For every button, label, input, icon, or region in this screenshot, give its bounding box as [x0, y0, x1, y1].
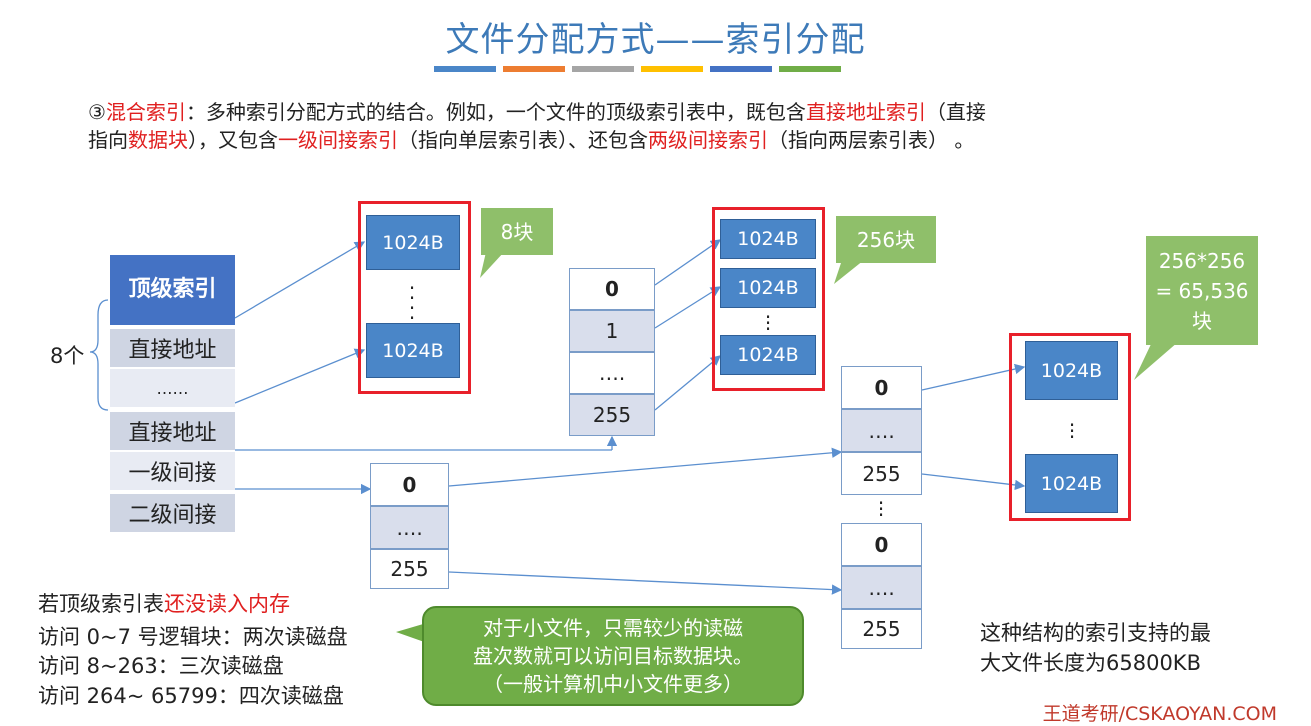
l1-index-entry: 255: [370, 549, 449, 589]
vertical-dots: ···: [877, 491, 885, 527]
data-block: 1024B: [366, 215, 460, 270]
top-index-row: 直接地址: [110, 412, 235, 450]
vertical-dots: ····: [408, 276, 416, 330]
callout-tail: [834, 260, 864, 284]
max-length-line: 这种结构的索引支持的最: [980, 621, 1211, 645]
callout-65536-blocks: 256*256 = 65,536 块: [1146, 236, 1258, 345]
top-index-row: 一级间接: [110, 452, 235, 490]
brand-label: 王道考研/CSKAOYAN.COM: [1042, 703, 1277, 725]
data-block: 1024B: [1025, 341, 1118, 400]
data-block: 1024B: [720, 219, 816, 259]
arrow: [448, 571, 843, 595]
l2-index-entry: ….: [841, 566, 922, 609]
callout-tail: [1134, 342, 1178, 380]
notes-line: 访问 8~263：三次读磁盘: [38, 654, 284, 678]
top-index-row: ……: [110, 369, 235, 407]
arrow: [654, 355, 721, 411]
l1-index-entry: ….: [370, 506, 449, 549]
arrow: [234, 241, 366, 319]
callout-256-blocks: 256块: [836, 216, 936, 263]
highlight-box: [358, 201, 471, 394]
vertical-dots: ···: [764, 305, 772, 341]
notes-line: 访问 264~ 65799：四次读磁盘: [38, 684, 344, 708]
color-bar-segment: [641, 66, 703, 72]
index-entry: 255: [569, 394, 655, 436]
callout-8-blocks: 8块: [481, 208, 553, 255]
arrow: [921, 363, 1026, 391]
index-entry: 1: [569, 310, 655, 352]
l2-index-entry: 255: [841, 609, 922, 649]
l2-index-entry: 255: [841, 452, 922, 495]
data-block: 1024B: [720, 335, 816, 375]
top-index-header: 顶级索引: [110, 255, 235, 325]
max-length-line: 大文件长度为65800KB: [980, 651, 1201, 675]
color-bar-segment: [572, 66, 634, 72]
data-block: 1024B: [720, 268, 816, 308]
intro-paragraph: ③混合索引：多种索引分配方式的结合。例如，一个文件的顶级索引表中，既包含直接地址…: [88, 100, 986, 152]
callout-tail: [480, 252, 504, 278]
top-index-row: 二级间接: [110, 494, 235, 532]
index-entry: ….: [569, 352, 655, 394]
notes-line: 访问 0~7 号逻辑块：两次读磁盘: [38, 625, 348, 649]
arrow: [234, 348, 366, 404]
data-block: 1024B: [366, 323, 460, 378]
arrow: [654, 239, 722, 286]
highlight-box: [712, 207, 825, 391]
arrow: [654, 286, 722, 329]
brace: [89, 299, 109, 411]
top-index-row: 直接地址: [110, 329, 235, 367]
l2-index-entry: ….: [841, 409, 922, 452]
small-file-bubble: 对于小文件，只需较少的读磁 盘次数就可以访问目标数据块。 （一般计算机中小文件更…: [422, 606, 804, 706]
arrow: [448, 447, 843, 487]
data-block: 1024B: [1025, 454, 1118, 513]
vertical-dots: ···: [1068, 413, 1076, 449]
color-bar-segment: [434, 66, 496, 72]
bubble-tail: [396, 622, 430, 644]
l2-index-entry: 0: [841, 523, 922, 566]
l2-index-entry: 0: [841, 366, 922, 409]
page-title: 文件分配方式——索引分配: [445, 20, 866, 60]
count-label: 8个: [50, 344, 85, 368]
color-bar-segment: [779, 66, 841, 72]
color-bar-segment: [503, 66, 565, 72]
index-entry: 0: [569, 268, 655, 310]
l1-index-entry: 0: [370, 463, 449, 506]
arrow: [921, 473, 1026, 491]
highlight-box: [1009, 333, 1131, 521]
notes-heading: 若顶级索引表还没读入内存: [38, 592, 290, 616]
color-bar-segment: [710, 66, 772, 72]
